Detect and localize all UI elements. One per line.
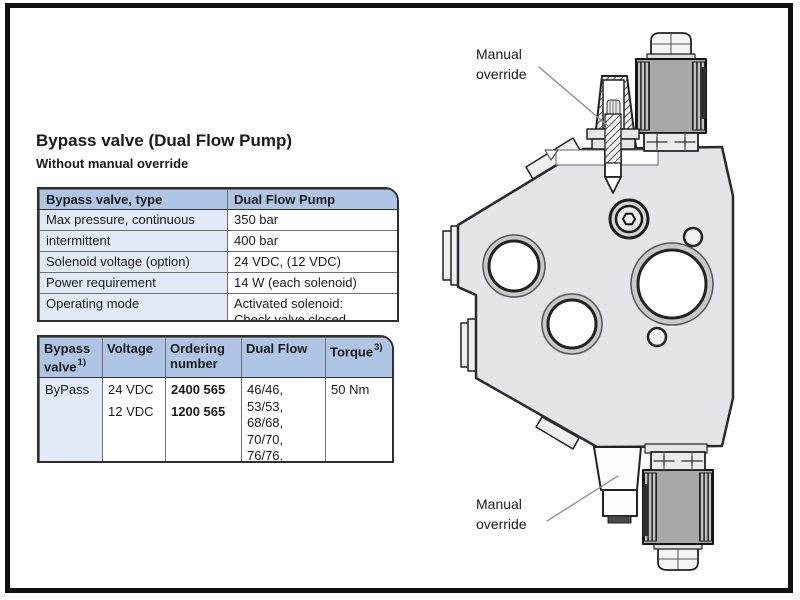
spec-value: Activated solenoid: Check valve closed (227, 293, 397, 322)
bolt-hole-upper (682, 226, 704, 248)
ordering-header-dual-flow: Dual Flow (241, 337, 326, 379)
port-middle (541, 293, 603, 355)
label-manual-override-top: Manual override (476, 44, 527, 84)
hex-plug (608, 198, 650, 240)
spec-label: Operating mode (39, 293, 228, 320)
spec-value: 14 W (each solenoid) (227, 272, 397, 294)
specs-header-row: Bypass valve, type Dual Flow Pump (39, 189, 397, 210)
spec-value-line2: Check valve closed (234, 312, 346, 322)
label-line: Manual (476, 46, 522, 62)
spec-label: intermittent (39, 230, 228, 252)
leader-line-bottom (546, 475, 619, 522)
specs-header-pump: Dual Flow Pump (227, 189, 397, 210)
port-left (482, 234, 546, 298)
spec-label: Power requirement (39, 272, 228, 294)
table-row: Power requirement 14 W (each solenoid) (39, 272, 397, 294)
ordering-header-voltage: Voltage (102, 337, 166, 379)
ordering-table-grid: Bypass valve1) Voltage Ordering number D… (39, 337, 392, 463)
voltage-option: 24 VDC (108, 382, 154, 398)
port-tab-left-lower (460, 318, 478, 372)
spec-label: Solenoid voltage (option) (39, 251, 228, 273)
label-manual-override-bottom: Manual override (476, 494, 527, 534)
port-right (630, 242, 714, 326)
specs-table: Bypass valve, type Dual Flow Pump Max pr… (37, 187, 399, 322)
spec-value: 400 bar (227, 230, 397, 252)
flow-value: 46/46, (247, 382, 284, 398)
ordering-header-row: Bypass valve1) Voltage Ordering number D… (39, 337, 392, 379)
solenoid-top (635, 32, 707, 152)
ordering-header-bypass-valve: Bypass valve1) (39, 337, 103, 379)
table-row: intermittent 400 bar (39, 230, 397, 252)
ordering-header-ordering-number: Ordering number (165, 337, 242, 379)
leader-line-top (538, 66, 609, 127)
solenoid-bottom (642, 451, 714, 571)
page-title: Bypass valve (Dual Flow Pump) (36, 131, 293, 150)
ordering-cell-voltage: 24 VDC 12 VDC (102, 377, 166, 461)
spec-value: 24 VDC, (12 VDC) (227, 251, 397, 273)
recess-notch (544, 149, 559, 161)
table-row: ByPass 24 VDC 12 VDC 2400 565 1200 565 4… (39, 377, 392, 463)
label-line: override (476, 66, 527, 82)
flow-value: 76/76. (247, 448, 284, 463)
footnote-mark: 3) (374, 342, 383, 353)
page-subtitle: Without manual override (36, 156, 189, 171)
bolt-hole-lower (646, 326, 668, 348)
ordering-cell-number: 2400 565 1200 565 (165, 377, 242, 461)
table-row: Max pressure, continuous 350 bar (39, 209, 397, 231)
table-row: Operating mode Activated solenoid: Check… (39, 293, 397, 322)
ordering-number: 1200 565 (171, 404, 226, 420)
spec-value: 350 bar (227, 209, 397, 231)
ordering-cell-bypass: ByPass (39, 377, 103, 461)
ordering-table: Bypass valve1) Voltage Ordering number D… (37, 335, 394, 463)
manual-override-top (586, 75, 640, 194)
flow-value: 70/70, (247, 431, 284, 447)
specs-header-type: Bypass valve, type (39, 189, 228, 210)
header-text: Torque (330, 344, 374, 360)
flow-value: 53/53, (247, 398, 284, 414)
header-text: Bypass valve (44, 341, 91, 375)
manual-override-bottom (593, 446, 642, 524)
label-line: Manual (476, 496, 522, 512)
ordering-cell-dual-flow: 46/46, 53/53, 68/68, 70/70, 76/76. (241, 377, 326, 463)
footnote-mark: 1) (77, 357, 86, 368)
specs-table-grid: Bypass valve, type Dual Flow Pump Max pr… (39, 189, 397, 322)
ordering-number: 2400 565 (171, 382, 226, 398)
ordering-header-torque: Torque3) (325, 337, 392, 379)
ordering-cell-torque: 50 Nm (325, 377, 392, 461)
spec-label: Max pressure, continuous (39, 209, 228, 231)
pump-diagram (442, 32, 735, 571)
flow-value: 68/68, (247, 415, 284, 431)
spec-value-line1: Activated solenoid: (234, 296, 344, 311)
label-line: override (476, 516, 527, 532)
voltage-option: 12 VDC (108, 404, 154, 420)
table-row: Solenoid voltage (option) 24 VDC, (12 VD… (39, 251, 397, 273)
